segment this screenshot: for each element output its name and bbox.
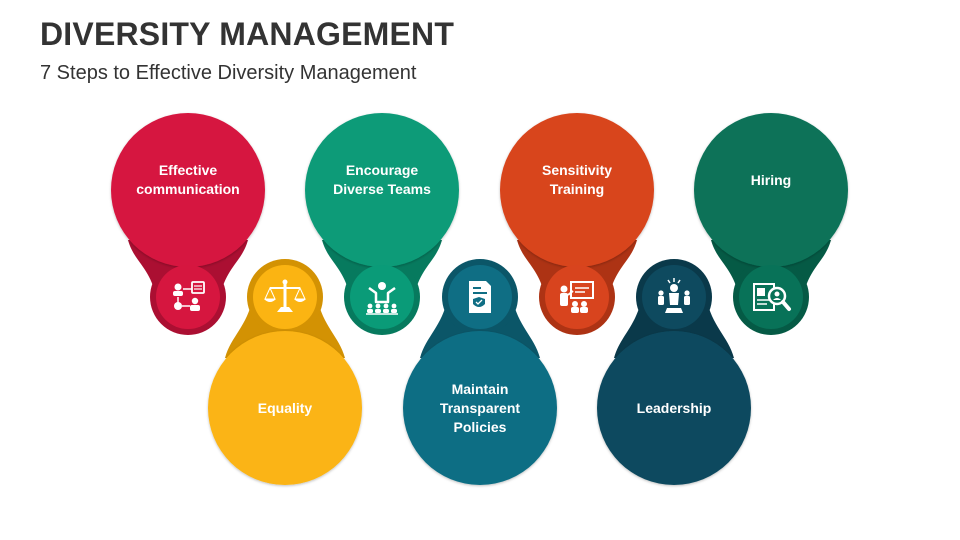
- policy-document-icon: [469, 281, 491, 313]
- step-label-line: Equality: [257, 399, 313, 416]
- page-subtitle: 7 Steps to Effective Diversity Managemen…: [40, 62, 417, 84]
- presentation-icon: [560, 281, 594, 313]
- page-title: DIVERSITY MANAGEMENT: [40, 16, 455, 52]
- step-label-line: Effective: [158, 162, 218, 178]
- step-circle: [111, 113, 265, 267]
- icon-circle: [156, 265, 220, 329]
- step-label: Leadership: [612, 399, 736, 418]
- step-circle: [208, 331, 362, 485]
- icon-circle: [350, 265, 414, 329]
- step-label-line: Training: [549, 181, 605, 197]
- step-circle: [500, 113, 654, 267]
- step-label-line: Transparent: [439, 399, 521, 416]
- step-label: Effective communication: [126, 161, 250, 199]
- step-circle: [403, 331, 557, 485]
- step-label-line: Leadership: [636, 399, 712, 416]
- step-circle: [305, 113, 459, 267]
- step-2: [208, 259, 362, 485]
- step-label: Equality: [223, 399, 347, 418]
- step-label: Hiring: [709, 171, 833, 190]
- step-circle: [597, 331, 751, 485]
- step-6: [597, 259, 751, 485]
- resume-search-icon: [753, 283, 791, 311]
- step-circle: [694, 113, 848, 267]
- step-label-line: Maintain: [451, 380, 509, 397]
- step-label-line: Policies: [453, 418, 507, 435]
- step-label-line: Encourage: [345, 162, 419, 178]
- balance-scale-icon: [264, 279, 306, 312]
- step-3: [305, 113, 459, 335]
- step-label-line: Sensitivity: [541, 162, 613, 178]
- step-label-line: communication: [136, 181, 240, 197]
- step-label-line: Diverse Teams: [333, 181, 431, 197]
- step-5: [500, 113, 654, 335]
- step-1: [111, 113, 265, 335]
- leader-spotlight-icon: [658, 278, 690, 313]
- team-leader-icon: [366, 282, 398, 315]
- step-label-line: Hiring: [750, 171, 792, 188]
- org-chart-icon: [173, 281, 205, 311]
